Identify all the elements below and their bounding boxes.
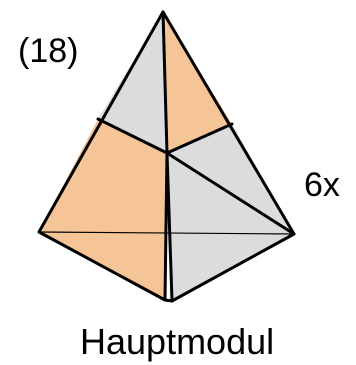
face-top-left bbox=[98, 12, 167, 153]
outline-edge bbox=[37, 10, 296, 303]
multiplier-label: 6x bbox=[304, 166, 340, 204]
face-top-right bbox=[163, 12, 232, 153]
fold-left-diagonal bbox=[96, 117, 169, 155]
fold-center-right-vertical bbox=[165, 151, 174, 303]
fold-top-center bbox=[161, 10, 169, 155]
pyramid-thin-lines bbox=[38, 231, 295, 235]
fold-center-right-base bbox=[165, 151, 296, 236]
caption: Hauptmodul bbox=[80, 321, 274, 362]
crease-horizontal bbox=[38, 231, 295, 235]
face-right-upper bbox=[167, 124, 294, 234]
figure-number: (18) bbox=[18, 32, 78, 70]
pyramid-edges bbox=[37, 10, 296, 303]
fold-right-diagonal bbox=[165, 122, 234, 155]
face-right-lower bbox=[169, 232, 294, 301]
face-left-upper bbox=[39, 119, 167, 232]
